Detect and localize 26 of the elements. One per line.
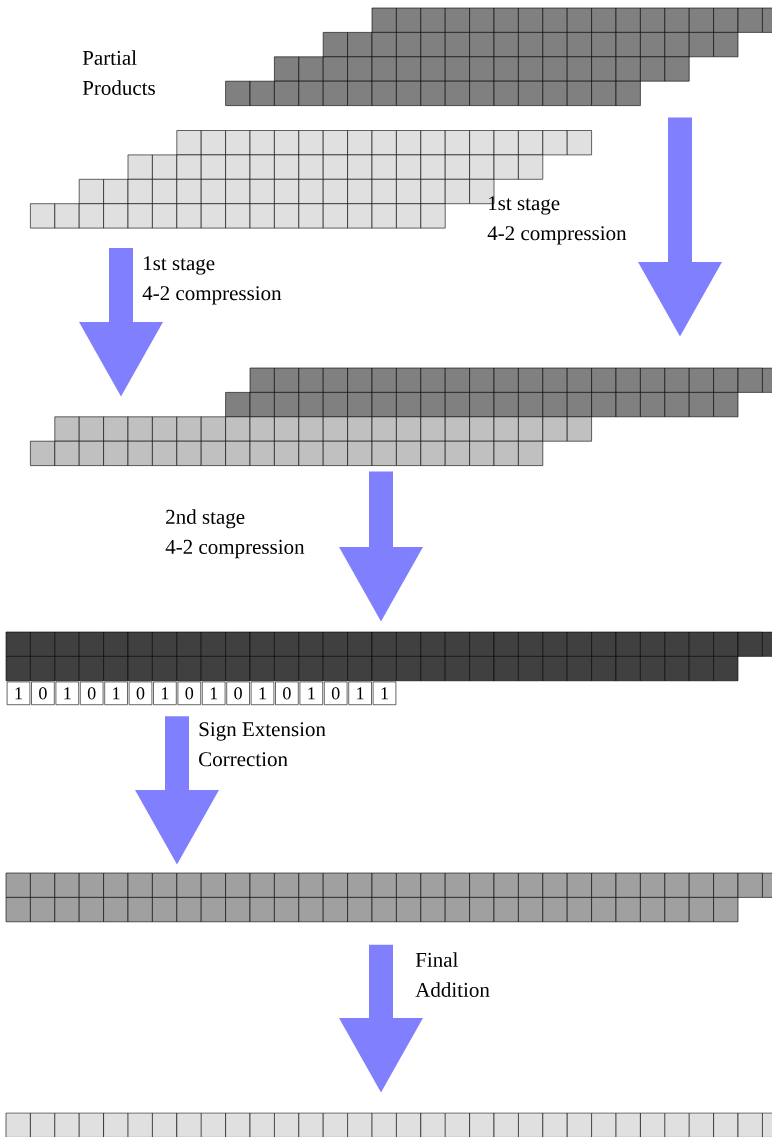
bit-cell: 1: [55, 681, 79, 705]
edge-label: 2nd stage 4-2 compression: [165, 509, 305, 559]
bit-cell: 0: [177, 681, 201, 705]
bit-cell: 0: [31, 681, 55, 705]
bit-cell: 1: [299, 681, 323, 705]
bit-cell: 0: [128, 681, 153, 705]
bit-cell: 1: [250, 681, 275, 705]
bit-cell: 0: [226, 681, 250, 705]
bit-cell: 1: [202, 681, 226, 705]
bit-cell: 1: [6, 681, 31, 705]
bit-cell: 0: [80, 681, 104, 705]
bit-cell: 1: [104, 681, 128, 705]
caption-text: Partial Products: [82, 50, 155, 95]
edge-label: 1st stage 4-2 compression: [142, 256, 282, 305]
bit-cell: 1: [348, 681, 372, 705]
bit-cell: 1: [372, 681, 397, 705]
edge-label: Final Addition: [415, 952, 490, 997]
bit-array-drawing: [30, 367, 772, 466]
bit-array-drawing: [5, 1112, 772, 1137]
bit-cell: 0: [324, 681, 348, 705]
bit-cell: 1: [153, 681, 177, 705]
edge-label: 1st stage 4-2 compression: [487, 196, 627, 245]
bit-array-drawing: [5, 872, 772, 923]
edge-label: Sign Extension Correction: [199, 722, 326, 767]
bit-cell: 0: [275, 681, 299, 705]
bit-array-drawing: [225, 7, 772, 106]
